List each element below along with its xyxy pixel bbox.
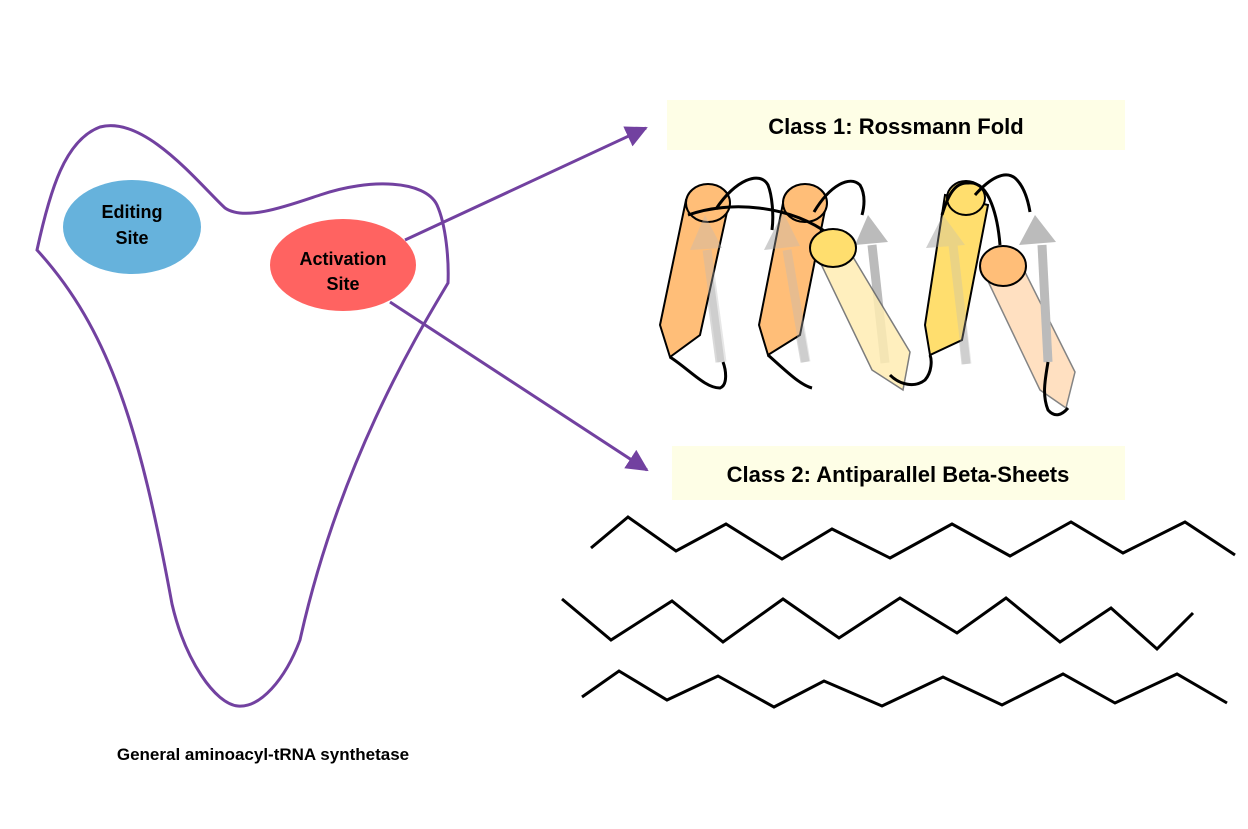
loop (767, 353, 813, 390)
loop (687, 205, 831, 237)
beta-strand-zigzag (590, 515, 1236, 561)
class1-banner: Class 1: Rossmann Fold (667, 100, 1125, 150)
loop (973, 173, 1032, 213)
activation-site-label-line1: Activation (299, 249, 386, 269)
editing-site-label-line1: Editing (102, 202, 163, 222)
class2-banner: Class 2: Antiparallel Beta-Sheets (672, 446, 1125, 500)
rossmann-fold-illustration (658, 173, 1076, 417)
alpha-helix-end (809, 228, 857, 268)
arrow-to-class2 (389, 300, 649, 472)
beta-strand-zigzag (581, 669, 1228, 709)
loop (1043, 361, 1070, 417)
beta-strand-arrow (926, 215, 972, 365)
class1-title: Class 1: Rossmann Fold (768, 114, 1024, 139)
beta-sheet-illustration (561, 515, 1236, 709)
loop (888, 354, 933, 387)
beta-strand-arrow (1019, 215, 1056, 363)
beta-strand-arrow (690, 212, 811, 363)
activation-site-label-line2: Site (326, 274, 359, 294)
loop (714, 176, 775, 231)
enzyme-caption: General aminoacyl-tRNA synthetase (117, 745, 409, 764)
enzyme-outline (35, 124, 450, 708)
activation-site: Activation Site (270, 219, 416, 311)
loop (669, 355, 728, 390)
editing-site: Editing Site (63, 180, 201, 274)
class2-title: Class 2: Antiparallel Beta-Sheets (727, 462, 1070, 487)
alpha-helix (818, 251, 911, 392)
arrow-to-class1 (404, 126, 648, 242)
loop (940, 181, 1002, 246)
alpha-helix-end (979, 245, 1027, 287)
loop (812, 179, 866, 216)
editing-site-label-line2: Site (115, 228, 148, 248)
beta-strand-zigzag (561, 596, 1195, 652)
alpha-helix (757, 183, 828, 357)
